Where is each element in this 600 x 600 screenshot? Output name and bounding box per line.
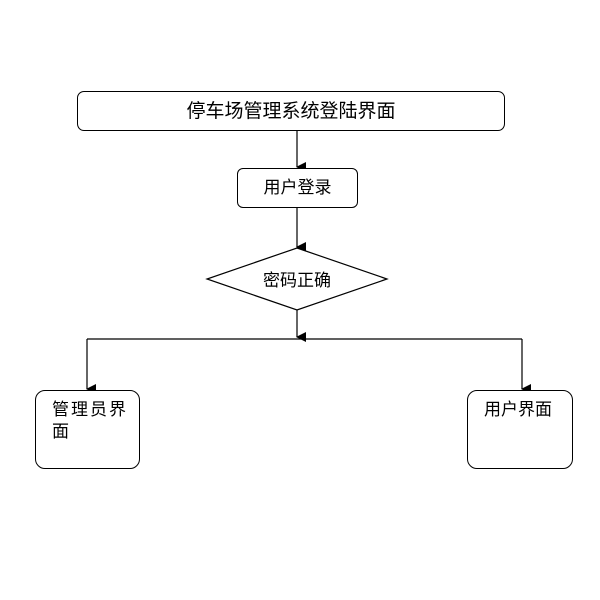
user-view-box: 用户界面 — [467, 390, 573, 469]
admin-view-box: 管理员界面 — [35, 390, 140, 469]
user-login-box: 用户登录 — [237, 168, 358, 208]
decision-label-container: 密码正确 — [207, 258, 387, 298]
password-correct-label: 密码正确 — [263, 270, 331, 291]
admin-view-label: 管理员界面 — [52, 400, 128, 442]
user-view-label: 用户界面 — [484, 400, 552, 420]
user-login-label: 用户登录 — [263, 178, 332, 198]
system-title-box: 停车场管理系统登陆界面 — [77, 91, 505, 131]
system-title-label: 停车场管理系统登陆界面 — [186, 100, 396, 122]
